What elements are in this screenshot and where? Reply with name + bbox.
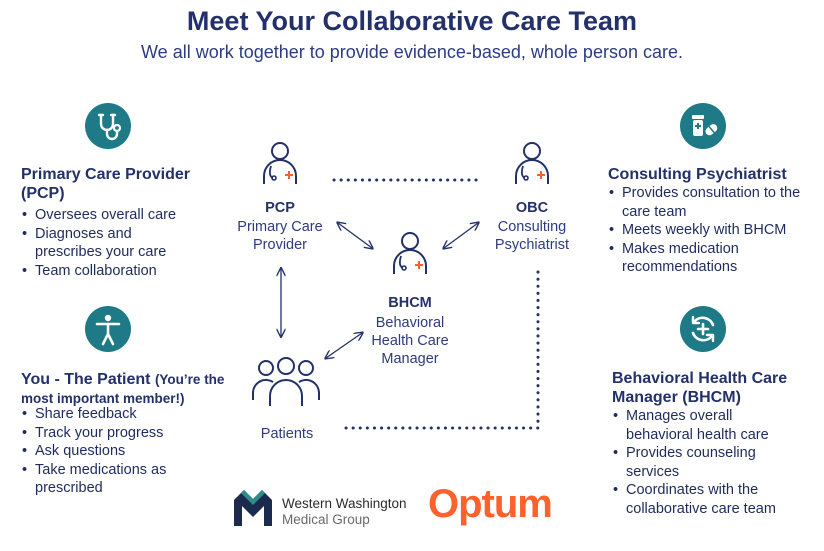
obc-name-line1: Consulting — [497, 219, 567, 235]
optum-logo: Optum — [428, 482, 553, 526]
bhcm-name-line3: Manager — [381, 351, 439, 367]
wwmg-line1: Western Washington — [282, 496, 407, 511]
bhcm-bullets: Manages overall behavioral health care P… — [612, 407, 812, 518]
bhcm-panel-title: Behavioral Health Care Manager (BHCM) — [612, 370, 788, 406]
pills-icon — [680, 103, 726, 149]
list-item: Share feedback — [21, 405, 181, 424]
patient-title-note: (You’re the most important member!) — [21, 372, 225, 406]
patients-bhcm-arrow — [326, 333, 362, 358]
bhcm-person-icon — [393, 232, 427, 274]
obc-abbr: OBC — [515, 200, 549, 216]
list-item: Oversees overall care — [21, 206, 211, 225]
person-icon — [85, 306, 131, 352]
obc-person-icon — [515, 142, 549, 184]
pcp-abbr: PCP — [265, 200, 295, 216]
list-item: Ask questions — [21, 442, 181, 461]
list-item: Provides consultation to the care team — [608, 184, 807, 221]
patient-bullets: Share feedback Track your progress Ask q… — [21, 405, 181, 498]
obc-patients-dotted-line — [338, 270, 540, 430]
pcp-person-icon — [263, 142, 297, 184]
bhcm-abbr: BHCM — [388, 295, 432, 311]
pcp-name-line1: Primary Care — [237, 219, 323, 235]
patient-panel-title: You - The Patient (You’re the most impor… — [21, 370, 231, 408]
obc-name-line2: Psychiatrist — [494, 237, 570, 253]
refresh-plus-icon — [680, 306, 726, 352]
pcp-panel-title: Primary Care Provider (PCP) — [21, 166, 190, 202]
list-item: Coordinates with the collaborative care … — [612, 481, 812, 518]
psychiatrist-panel-title: Consulting Psychiatrist — [608, 166, 787, 183]
list-item: Take medications as prescribed — [21, 461, 170, 498]
pcp-bullets: Oversees overall care Diagnoses and pres… — [21, 206, 211, 280]
list-item: Track your progress — [21, 424, 181, 443]
patients-group-icon — [252, 357, 320, 406]
psychiatrist-bullets: Provides consultation to the care team M… — [608, 184, 808, 277]
wwmg-line2: Medical Group — [282, 512, 370, 527]
page-subtitle: We all work together to provide evidence… — [141, 42, 683, 62]
list-item: Team collaboration — [21, 262, 211, 281]
stethoscope-icon — [85, 103, 131, 149]
patient-title-text: You - The Patient — [21, 371, 151, 388]
patients-label: Patients — [260, 426, 314, 442]
pcp-bhcm-arrow — [338, 223, 372, 248]
wwmg-wordmark: Western Washington Medical Group — [282, 496, 407, 528]
bhcm-name-line1: Behavioral — [375, 315, 445, 331]
list-item: Meets weekly with BHCM — [608, 221, 808, 240]
list-item: Provides counseling services — [612, 444, 781, 481]
obc-bhcm-arrow — [444, 223, 478, 248]
list-item: Diagnoses and prescribes your care — [21, 225, 185, 262]
list-item: Makes medication recommendations — [608, 240, 772, 277]
pcp-name-line2: Provider — [253, 237, 307, 253]
bhcm-name-line2: Health Care — [371, 333, 449, 349]
page-title: Meet Your Collaborative Care Team — [186, 6, 638, 36]
list-item: Manages overall behavioral health care — [612, 407, 791, 444]
wwmg-logo-icon — [234, 490, 272, 526]
